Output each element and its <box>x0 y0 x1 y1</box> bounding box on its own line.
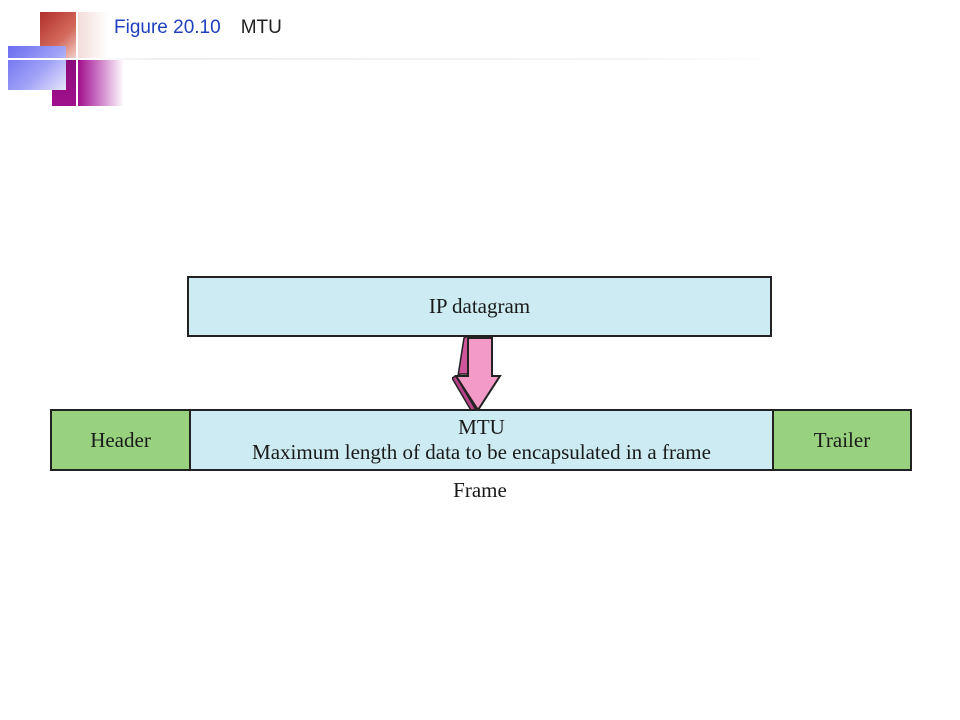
corner-divider-vertical <box>76 0 78 106</box>
slide-title: Figure 20.10 MTU <box>114 16 282 40</box>
down-arrow-icon <box>452 336 502 412</box>
figure-number: Figure 20.10 <box>114 17 221 38</box>
mtu-description: Maximum length of data to be encapsulate… <box>252 440 711 464</box>
frame-caption: Frame <box>453 478 507 502</box>
corner-decoration-purple-fade <box>78 60 124 106</box>
figure-title: MTU <box>240 17 282 38</box>
frame-header-label: Header <box>90 427 151 452</box>
frame-mtu-box: MTU Maximum length of data to be encapsu… <box>189 409 774 471</box>
frame-trailer-label: Trailer <box>813 427 871 452</box>
ip-datagram-label: IP datagram <box>428 294 531 318</box>
title-underline <box>0 58 780 60</box>
corner-decoration-fade <box>78 12 108 58</box>
mtu-label: MTU <box>458 415 505 439</box>
frame-trailer-box: Trailer <box>772 409 912 471</box>
corner-decoration-blue <box>8 46 66 90</box>
frame-header-box: Header <box>50 409 191 471</box>
ip-datagram-box: IP datagram <box>187 276 772 337</box>
